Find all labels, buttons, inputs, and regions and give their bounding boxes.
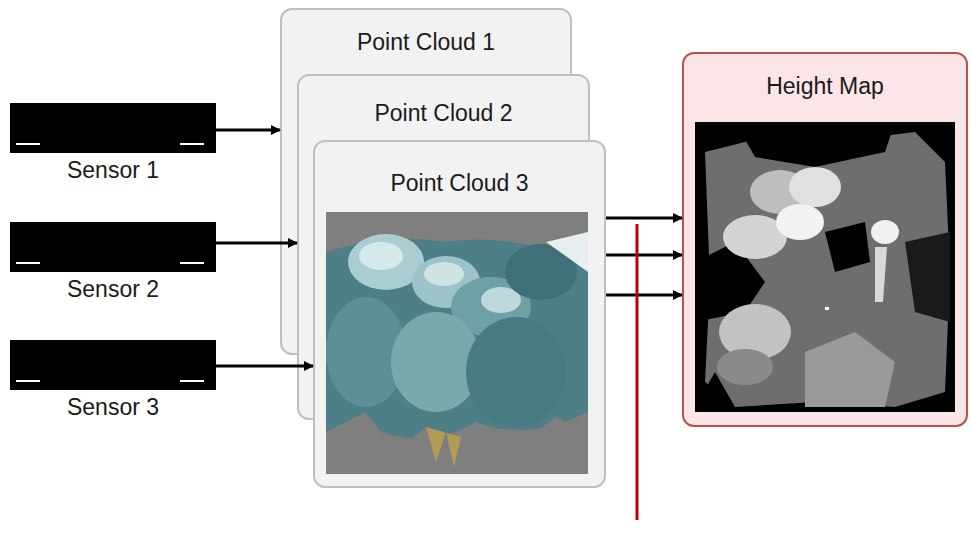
panel-title: Point Cloud 3 bbox=[390, 170, 528, 197]
arrow-connector bbox=[606, 254, 682, 257]
panel-title: Height Map bbox=[766, 73, 884, 100]
arrow-connector bbox=[606, 217, 682, 220]
sensor-device: Sensor 1 bbox=[10, 103, 216, 153]
panel-title: Point Cloud 1 bbox=[357, 29, 495, 56]
sensor-label: Sensor 1 bbox=[67, 157, 159, 184]
sensor-detail bbox=[10, 103, 216, 153]
sensor-label: Sensor 3 bbox=[67, 394, 159, 421]
point-cloud-image bbox=[326, 212, 588, 474]
arrow-connector bbox=[216, 129, 280, 132]
arrow-connector bbox=[216, 242, 297, 245]
arrow-connector bbox=[216, 365, 313, 368]
sensor-label: Sensor 2 bbox=[67, 276, 159, 303]
height-map-image bbox=[695, 122, 955, 412]
sensor-device: Sensor 2 bbox=[10, 222, 216, 272]
sensor-device: Sensor 3 bbox=[10, 340, 216, 390]
sensor-detail bbox=[10, 340, 216, 390]
panel-title: Point Cloud 2 bbox=[374, 100, 512, 127]
arrow-connector bbox=[606, 294, 682, 297]
sensor-detail bbox=[10, 222, 216, 272]
